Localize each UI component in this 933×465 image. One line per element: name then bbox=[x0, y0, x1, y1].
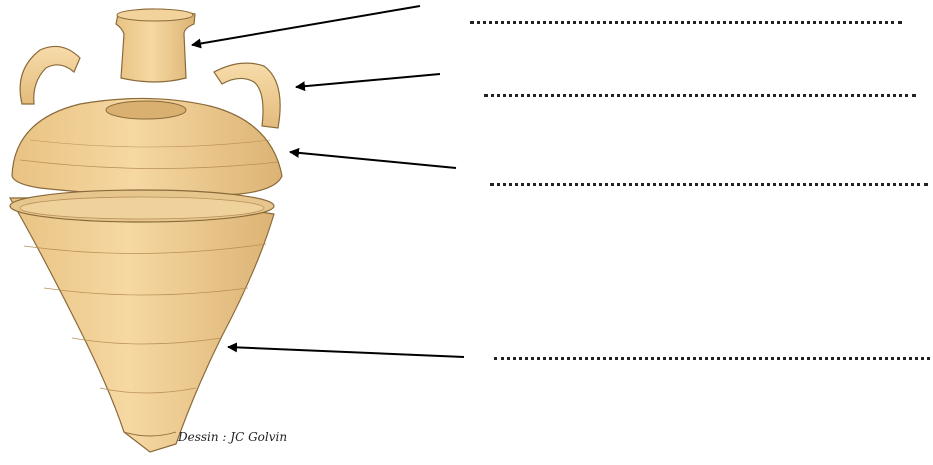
drawing-credit: Dessin : JC Golvin bbox=[178, 430, 287, 444]
amphora-shoulder bbox=[12, 98, 282, 196]
answer-line-4[interactable] bbox=[494, 357, 930, 360]
answer-line-1[interactable] bbox=[470, 21, 902, 24]
arrow-shoulder bbox=[290, 152, 456, 168]
amphora-neck bbox=[116, 9, 195, 82]
arrow-body bbox=[228, 347, 464, 357]
arrow-handle bbox=[296, 74, 440, 87]
answer-line-3[interactable] bbox=[490, 183, 928, 186]
amphora-body bbox=[10, 190, 274, 452]
amphora-handle-left bbox=[20, 46, 80, 104]
arrow-neck bbox=[192, 6, 420, 45]
answer-line-2[interactable] bbox=[484, 94, 916, 97]
